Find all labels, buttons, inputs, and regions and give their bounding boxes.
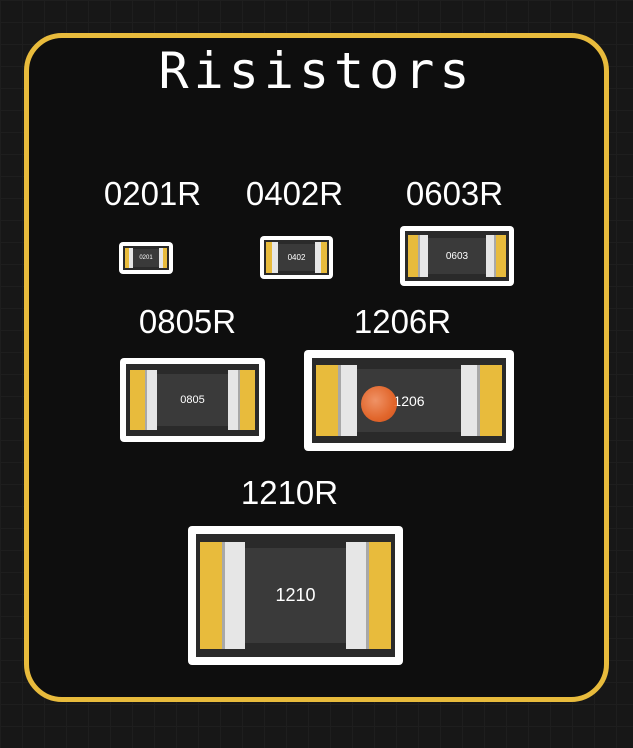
label-1210: 1210R bbox=[240, 474, 339, 511]
code-0402: 0402 bbox=[278, 244, 315, 271]
resistor-0805[interactable]: 0805 bbox=[120, 358, 265, 442]
label-0201: 0201R bbox=[103, 175, 202, 212]
pointer-dot-icon bbox=[361, 386, 397, 422]
resistor-0201[interactable]: 0201 bbox=[119, 242, 173, 274]
code-0201: 0201 bbox=[133, 249, 159, 267]
code-0603: 0603 bbox=[428, 238, 486, 274]
resistor-1210[interactable]: 1210 bbox=[188, 526, 403, 665]
resistor-0603[interactable]: 0603 bbox=[400, 226, 514, 286]
label-0805: 0805R bbox=[138, 303, 237, 340]
resistor-1206[interactable]: 1206 bbox=[304, 350, 514, 451]
code-1210: 1210 bbox=[245, 548, 346, 643]
label-0603: 0603R bbox=[405, 175, 504, 212]
resistor-0402[interactable]: 0402 bbox=[260, 236, 333, 279]
label-0402: 0402R bbox=[245, 175, 344, 212]
label-1206: 1206R bbox=[353, 303, 452, 340]
panel-title: Risistors bbox=[158, 42, 475, 100]
code-0805: 0805 bbox=[157, 374, 228, 426]
